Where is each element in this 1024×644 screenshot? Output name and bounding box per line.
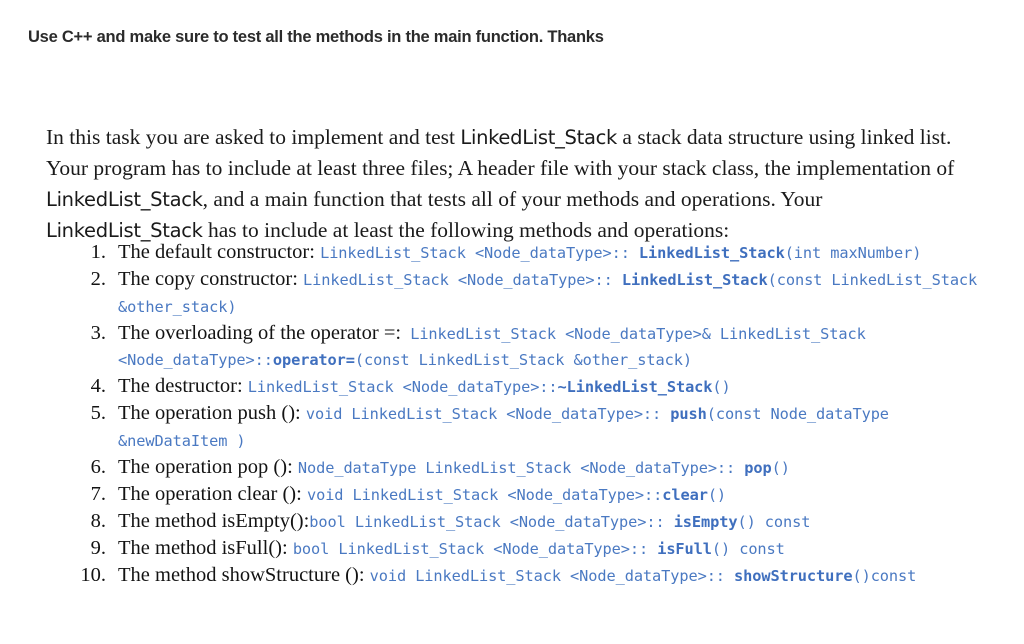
list-item-code-bold: showStructure (734, 566, 853, 585)
list-item-code-plain: bool LinkedList_Stack <Node_dataType>:: (309, 512, 674, 531)
list-item-code-bold: clear (662, 485, 708, 504)
list-item: 9. The method isFull(): bool LinkedList_S… (62, 536, 982, 563)
list-item-code-bold: push (670, 405, 707, 423)
intro-term-linkedlist-stack-2: LinkedList_Stack (46, 187, 203, 211)
list-item-code-plain: LinkedList_Stack <Node_dataType>& Linked… (118, 324, 866, 370)
list-item-code-plain-2: () const (711, 539, 785, 558)
intro-text-part-2: a stack data structure using linked list… (46, 124, 955, 181)
list-item-label: The operation clear (): (118, 482, 307, 505)
list-item-number: 4. (90, 375, 106, 397)
intro-paragraph: In this task you are asked to implement … (46, 122, 966, 247)
intro-text-part-3: , and a main function that tests all of … (202, 186, 823, 211)
list-item-code-plain-2: (const LinkedList_Stack &other_stack) (118, 271, 978, 316)
intro-text-part-1: In this task you are asked to implement … (46, 124, 461, 149)
list-item-code-bold: LinkedList_Stack (621, 271, 768, 289)
list-item-number: 3. (90, 321, 106, 344)
list-item: 3. The overloading of the operator =: Lin… (62, 321, 982, 374)
list-item-label: The method showStructure (): (118, 563, 370, 586)
list-item-number: 7. (90, 482, 106, 505)
list-item-label: The destructor: (118, 375, 248, 397)
list-item: 1. The default constructor: LinkedList_St… (62, 240, 982, 267)
list-item-code-plain: Node_dataType LinkedList_Stack <Node_dat… (297, 458, 745, 477)
list-item-code-plain: LinkedList_Stack <Node_dataType>:: (303, 271, 622, 289)
list-item-code-bold: LinkedList_Stack (638, 244, 785, 262)
intro-text-part-4: has to include at least the following me… (202, 218, 730, 242)
list-item: 6. The operation pop (): Node_dataType Li… (62, 455, 982, 482)
list-item: 10. The method showStructure (): void Lin… (62, 563, 982, 590)
list-item-number: 8. (90, 509, 106, 532)
list-item-number: 10. (80, 563, 106, 586)
list-item-number: 6. (90, 455, 106, 478)
list-item: 8. The method isEmpty():bool LinkedList_S… (62, 509, 982, 536)
list-item-code-plain-2: () (771, 458, 790, 477)
list-item-label: The method isFull(): (118, 536, 293, 559)
list-item-label: The copy constructor: (118, 268, 304, 290)
intro-term-linkedlist-stack-3: LinkedList_Stack (46, 219, 203, 242)
list-item-label: The default constructor: (118, 241, 321, 263)
list-item-code-plain-2: () (707, 485, 727, 504)
list-item-label: The operation pop (): (118, 455, 298, 478)
list-item-code-bold: isFull (657, 539, 712, 558)
list-item-code-plain-2: (int maxNumber) (784, 244, 922, 262)
methods-list: 1. The default constructor: LinkedList_St… (62, 240, 982, 590)
list-item: 2. The copy constructor: LinkedList_Stack… (62, 267, 982, 320)
list-item-code-plain-2: (const Node_dataType &newDataItem ) (118, 405, 889, 450)
list-item-code-bold: ~LinkedList_Stack (557, 378, 713, 396)
list-item: 5. The operation push (): void LinkedList… (62, 401, 982, 454)
list-item-label: The method isEmpty(): (118, 509, 310, 532)
list-item-number: 5. (90, 402, 106, 424)
intro-term-linkedlist-stack-1: LinkedList_Stack (460, 125, 618, 149)
list-item-code-bold: isEmpty (673, 512, 738, 531)
list-item-label: The operation push (): (118, 402, 306, 424)
prompt-instruction-line: Use C++ and make sure to test all the me… (28, 28, 604, 46)
list-item-code-bold: pop (744, 458, 772, 477)
list-item-number: 2. (90, 268, 106, 290)
list-item-code-plain: LinkedList_Stack <Node_dataType>:: (247, 378, 558, 396)
list-item-code-plain: void LinkedList_Stack <Node_dataType>:: (369, 566, 735, 585)
list-item: 4. The destructor: LinkedList_Stack <Node… (62, 374, 982, 401)
list-item-code-plain: bool LinkedList_Stack <Node_dataType>:: (292, 539, 658, 558)
list-item-code-plain-2: ()const (852, 566, 917, 585)
list-item-number: 1. (90, 241, 106, 263)
list-item-label: The overloading of the operator =: (118, 321, 402, 344)
list-item-code-plain-2: () const (737, 512, 811, 531)
list-item: 7. The operation clear (): void LinkedLis… (62, 482, 982, 509)
list-item-code-plain-2: () (712, 378, 731, 396)
list-item-code-plain: void LinkedList_Stack <Node_dataType>:: (305, 405, 671, 423)
list-item-code-plain: LinkedList_Stack <Node_dataType>:: (320, 244, 639, 262)
list-item-code-bold: operator= (272, 351, 355, 369)
list-item-number: 9. (90, 536, 106, 559)
list-item-code-plain: void LinkedList_Stack <Node_dataType>:: (306, 485, 663, 504)
list-item-code-plain-2: (const LinkedList_Stack &other_stack) (354, 351, 692, 369)
